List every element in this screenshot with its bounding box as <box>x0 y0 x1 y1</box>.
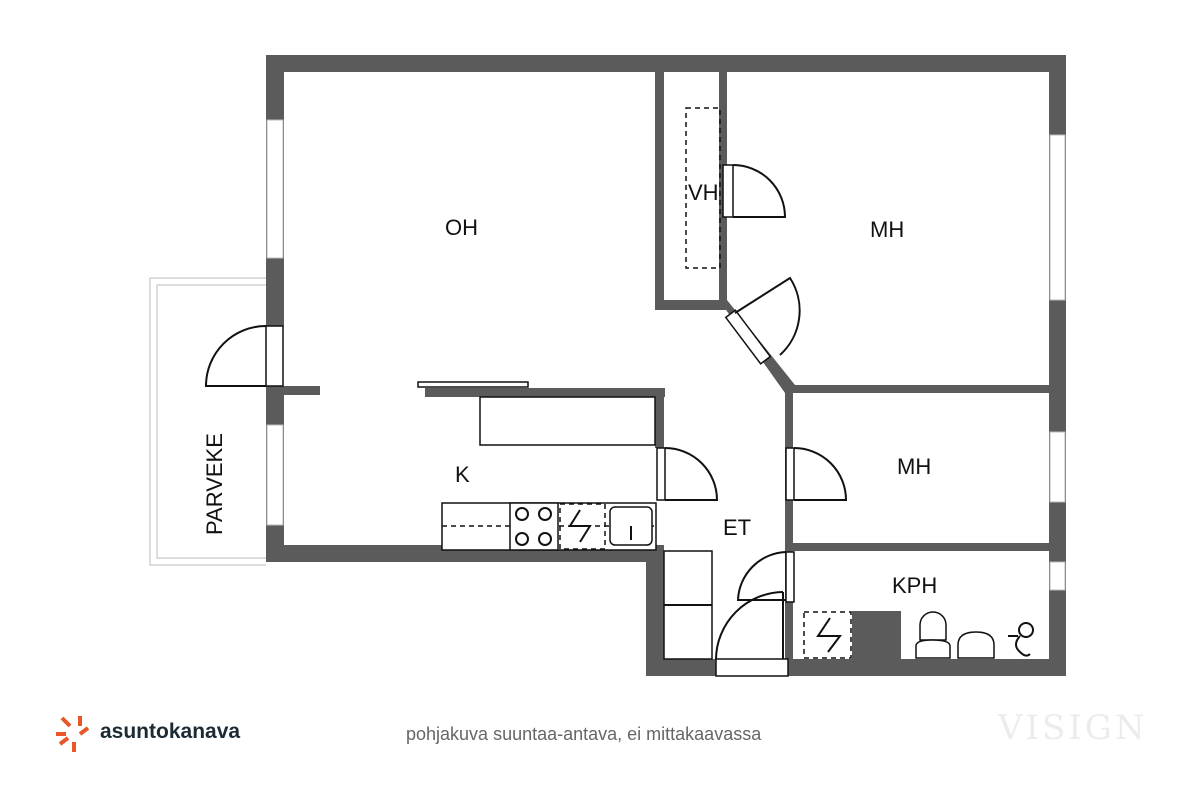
window <box>266 119 284 259</box>
room-label-kph: KPH <box>892 573 937 598</box>
closet-shelf <box>685 107 721 269</box>
window <box>1049 561 1066 591</box>
sink-icon <box>609 506 653 546</box>
asuntokanava-logo-icon <box>56 716 90 752</box>
door-swing <box>715 591 784 660</box>
window <box>1049 134 1066 301</box>
watermark: VISIGN <box>998 708 1148 748</box>
shelf <box>417 381 529 388</box>
room-label-oh: OH <box>445 215 478 240</box>
door-swing <box>734 276 801 356</box>
door-swing <box>664 447 719 501</box>
room-label-parveke: PARVEKE <box>202 433 227 535</box>
window <box>1049 431 1066 503</box>
door-swing <box>793 447 848 501</box>
closet-floor <box>664 72 719 300</box>
washer-icon <box>803 611 852 659</box>
wall-kitchen-v <box>655 388 664 448</box>
wall-bottom-b <box>788 659 1066 676</box>
shaft <box>852 611 901 659</box>
disclaimer-text: pohjakuva suuntaa-antava, ei mittakaavas… <box>406 724 762 744</box>
wall-mh <box>785 385 1049 393</box>
shower-icon <box>1008 622 1034 657</box>
washbasin-icon <box>957 631 995 659</box>
room-label-mh: MH <box>870 217 904 242</box>
stove-icon <box>509 502 559 551</box>
bathroom-door[interactable] <box>785 551 795 603</box>
appliance-symbol <box>816 617 842 653</box>
wall-hall <box>785 385 793 659</box>
bedroom2-door[interactable] <box>785 447 795 501</box>
wall-bottom-a <box>646 659 716 676</box>
wall-stub <box>284 386 320 395</box>
wall-entry-left <box>646 545 664 676</box>
dishwasher-icon <box>559 503 606 550</box>
door-swing <box>736 551 787 601</box>
closet-door[interactable] <box>722 164 734 218</box>
kitchen-door[interactable] <box>656 447 666 501</box>
balcony-door[interactable] <box>265 325 284 387</box>
bedroom-door[interactable] <box>724 309 772 365</box>
door-swing <box>204 325 267 387</box>
room-label-k: K <box>455 462 470 487</box>
window <box>266 424 284 526</box>
room-label-mh2: MH <box>897 454 931 479</box>
door-swing <box>732 164 787 218</box>
kitchen-island <box>479 396 656 446</box>
entrance-door[interactable] <box>715 658 789 677</box>
toilet-icon <box>915 611 951 659</box>
appliance-symbol <box>568 509 592 543</box>
brand-name: asuntokanava <box>100 720 241 743</box>
room-label-et: ET <box>723 515 751 540</box>
wall-top <box>266 55 1066 72</box>
balcony-rail <box>156 284 266 559</box>
room-label-vh: VH <box>688 180 719 205</box>
wall-kph <box>793 543 1049 551</box>
wall-kitchen <box>425 388 665 397</box>
